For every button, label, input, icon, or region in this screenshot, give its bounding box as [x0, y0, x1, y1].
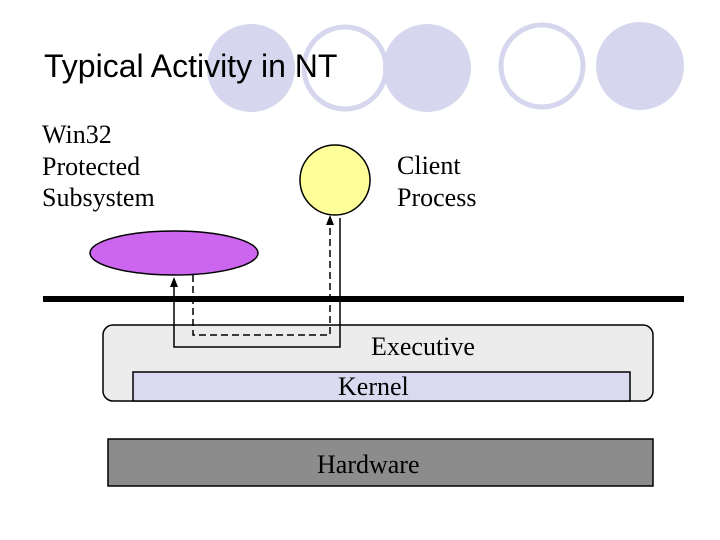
decor-circle-filled-3 — [596, 22, 684, 110]
kernel-box — [132, 371, 631, 402]
subsystem-ellipse — [89, 230, 259, 276]
slide-title: Typical Activity in NT — [44, 48, 338, 84]
hardware-label: Hardware — [317, 450, 420, 479]
decor-circle-filled-1 — [207, 24, 295, 112]
solid-reply-path — [173, 218, 341, 348]
client-label-line-1: Client — [397, 151, 461, 180]
client-label: Client Process — [397, 150, 476, 213]
subsystem-label-line-2: Protected — [42, 151, 141, 181]
kernel-label: Kernel — [338, 372, 409, 401]
dashed-call-path — [192, 222, 331, 336]
decor-circle-filled-2 — [383, 24, 471, 112]
executive-label: Executive — [371, 332, 475, 361]
subsystem-label-line-3: Subsystem — [42, 183, 155, 213]
subsystem-label: Win32 Protected Subsystem — [42, 119, 155, 214]
decor-circle-ring-2 — [498, 22, 586, 110]
solid-arrowhead — [170, 277, 178, 287]
subsystem-label-line-1: Win32 — [42, 120, 112, 149]
client-label-line-2: Process — [397, 182, 477, 212]
dashed-arrowhead — [326, 215, 334, 225]
hardware-box — [107, 438, 654, 487]
client-process-circle — [299, 144, 371, 216]
decorative-circles — [207, 22, 684, 112]
